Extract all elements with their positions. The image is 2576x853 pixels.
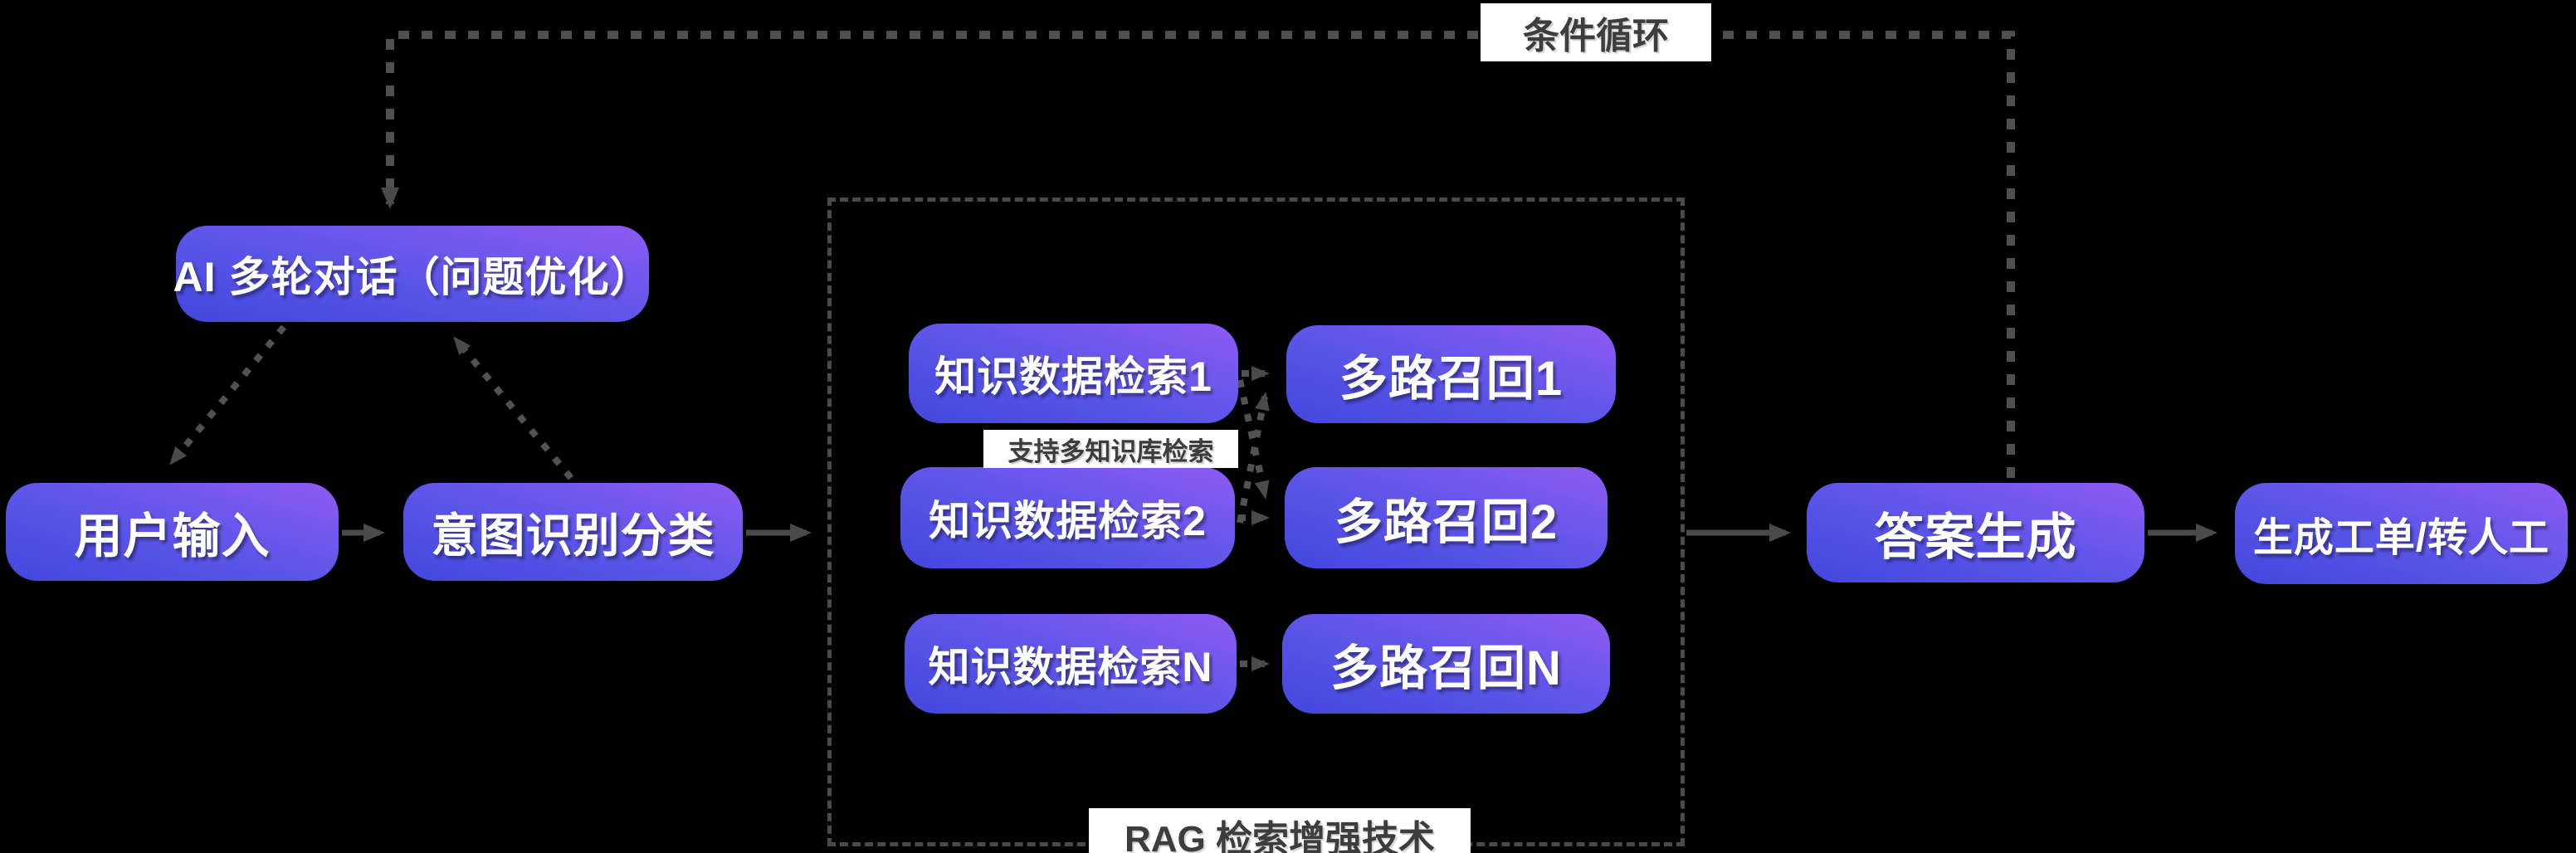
label-rag-technique-text: RAG 检索增强技术 [1125,819,1435,853]
node-user-input-label: 用户输入 [74,509,271,563]
node-knowledge-retrieval-2-label: 知识数据检索2 [929,498,1207,544]
node-ticket-or-human: 生成工单/转人工 [2235,483,2568,584]
node-intent-recognition: 意图识别分类 [403,483,743,581]
node-multipath-recall-1: 多路召回1 [1286,325,1616,423]
node-answer-generation-label: 答案生成 [1874,509,2077,565]
label-conditional-loop-text: 条件循环 [1523,16,1669,56]
node-answer-generation: 答案生成 [1807,483,2144,582]
node-multipath-recall-2-label: 多路召回2 [1334,495,1559,549]
node-multipath-recall-1-label: 多路召回1 [1339,352,1564,406]
node-knowledge-retrieval-2: 知识数据检索2 [900,467,1235,568]
node-multipath-recall-2: 多路召回2 [1285,467,1608,568]
edge-answer-to-ai-loop [381,31,2015,478]
edge-retrieval2-to-recall1 [1237,392,1270,524]
edge-ai-to-user [169,324,287,465]
node-user-input: 用户输入 [6,483,339,581]
node-ai-multiturn-dialog-label: AI 多轮对话（问题优化） [173,254,652,300]
edge-intent-to-ai [453,336,574,480]
node-ticket-or-human-label: 生成工单/转人工 [2252,516,2550,560]
label-rag-technique: RAG 检索增强技术 [1089,808,1471,853]
node-ai-multiturn-dialog: AI 多轮对话（问题优化） [173,226,652,322]
node-knowledge-retrieval-1-label: 知识数据检索1 [934,353,1212,400]
node-intent-recognition-label: 意图识别分类 [431,509,715,562]
node-knowledge-retrieval-n: 知识数据检索N [905,614,1237,714]
node-multipath-recall-n-label: 多路召回N [1330,641,1562,695]
label-multi-knowledge-base-text: 支持多知识库检索 [1007,436,1214,466]
edge-retrieval1-to-recall2 [1237,379,1270,500]
node-knowledge-retrieval-1: 知识数据检索1 [909,324,1238,423]
label-conditional-loop: 条件循环 [1481,3,1711,61]
label-multi-knowledge-base: 支持多知识库检索 [983,430,1238,468]
node-multipath-recall-n: 多路召回N [1282,614,1610,714]
node-knowledge-retrieval-n-label: 知识数据检索N [928,644,1213,690]
